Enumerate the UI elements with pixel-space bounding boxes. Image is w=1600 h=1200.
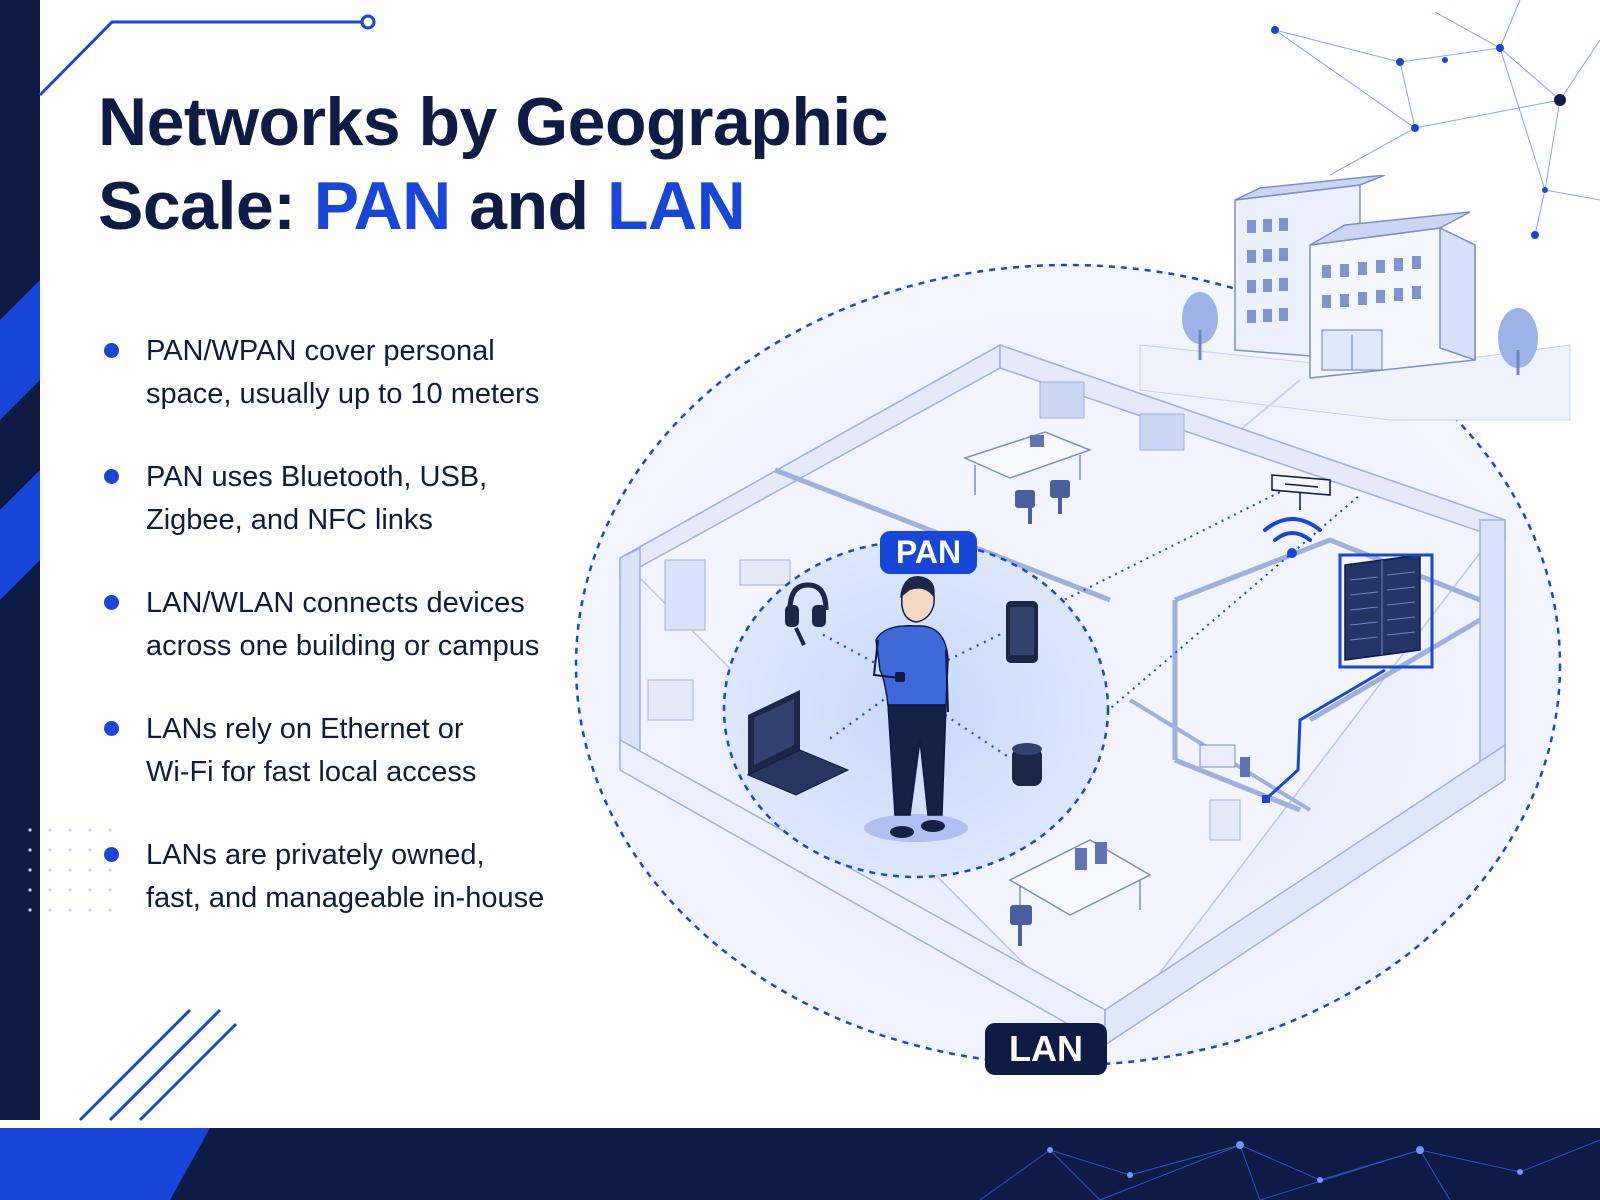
person-icon (864, 576, 968, 842)
office-building-icon (1139, 175, 1571, 431)
page-title: Networks by Geographic Scale: PAN and LA… (98, 80, 889, 248)
pan-zone-label: PAN (880, 531, 977, 574)
bottom-blue-accent (0, 1128, 210, 1200)
bullet-text-line2: fast, and manageable in-house (146, 882, 545, 914)
bullet-text-line2: space, usually up to 10 meters (146, 378, 540, 410)
smartphone-icon (1006, 601, 1038, 663)
bottom-navy-band (0, 1128, 1600, 1200)
bullet-text-line2: Zigbee, and NFC links (146, 504, 433, 536)
bullet-text-line2: across one building or campus (146, 630, 540, 662)
office-floor-plan (618, 343, 1507, 1047)
pan-connections (817, 631, 1011, 759)
title-line-2-prefix: Scale: (98, 168, 314, 244)
bullet-lead: LANs (146, 713, 217, 745)
bullet-lead: PAN/WPAN (146, 335, 297, 367)
desk-icon (1008, 839, 1152, 916)
wireless-link (1039, 491, 1281, 613)
wireless-link (1084, 494, 1361, 731)
bullet-item: LANs are privately owned, fast, and mana… (104, 834, 584, 960)
headset-icon (785, 582, 829, 646)
server-rack-icon (1338, 553, 1434, 669)
router-icon (1271, 474, 1331, 510)
bullet-dot-icon (104, 721, 119, 736)
title-and: and (450, 168, 607, 244)
bullet-list: PAN/WPAN cover personal space, usually u… (104, 330, 584, 960)
title-pan-highlight: PAN (313, 168, 452, 244)
tree-icon (1182, 292, 1218, 360)
ethernet-cable (1263, 668, 1386, 802)
bullet-item: PAN/WPAN cover personal space, usually u… (104, 330, 584, 456)
bullet-text-line2: Wi-Fi for fast local access (146, 756, 477, 788)
desk-icon (962, 431, 1093, 495)
bullet-dot-icon (104, 469, 119, 484)
bullet-lead: PAN (146, 461, 204, 493)
left-dark-chevron (0, 380, 40, 510)
office-chair-icon (1010, 905, 1032, 946)
bottom-network-decoration (979, 1139, 1600, 1200)
bullet-item: PAN uses Bluetooth, USB, Zigbee, and NFC… (104, 456, 584, 582)
bullet-text: connects devices (294, 587, 525, 619)
bullet-lead: LANs (146, 839, 217, 871)
bullet-text: uses Bluetooth, USB, (203, 461, 488, 493)
title-line-1: Networks by Geographic (98, 84, 889, 160)
bullet-dot-icon (104, 343, 119, 358)
bullet-text: rely on Ethernet or (216, 713, 464, 745)
bullet-text: cover personal (296, 335, 495, 367)
lan-zone-label: LAN (985, 1023, 1107, 1075)
network-diagram (574, 175, 1571, 1067)
bullet-item: LANs rely on Ethernet or Wi-Fi for fast … (104, 708, 584, 834)
bullet-dot-icon (104, 847, 119, 862)
bullet-dot-icon (104, 595, 119, 610)
wall-port-icon (1262, 795, 1270, 803)
title-lan-highlight: LAN (606, 168, 746, 244)
top-circuit-line (38, 20, 363, 97)
bullet-text: are privately owned, (216, 839, 485, 871)
top-circuit-node (360, 14, 376, 30)
bullet-lead: LAN/WLAN (146, 587, 295, 619)
bullet-item: LAN/WLAN connects devices across one bui… (104, 582, 584, 708)
laptop-icon (746, 690, 850, 796)
smart-speaker-icon (1012, 743, 1042, 786)
tree-icon (1498, 308, 1538, 375)
office-chair-icon (1015, 480, 1070, 524)
